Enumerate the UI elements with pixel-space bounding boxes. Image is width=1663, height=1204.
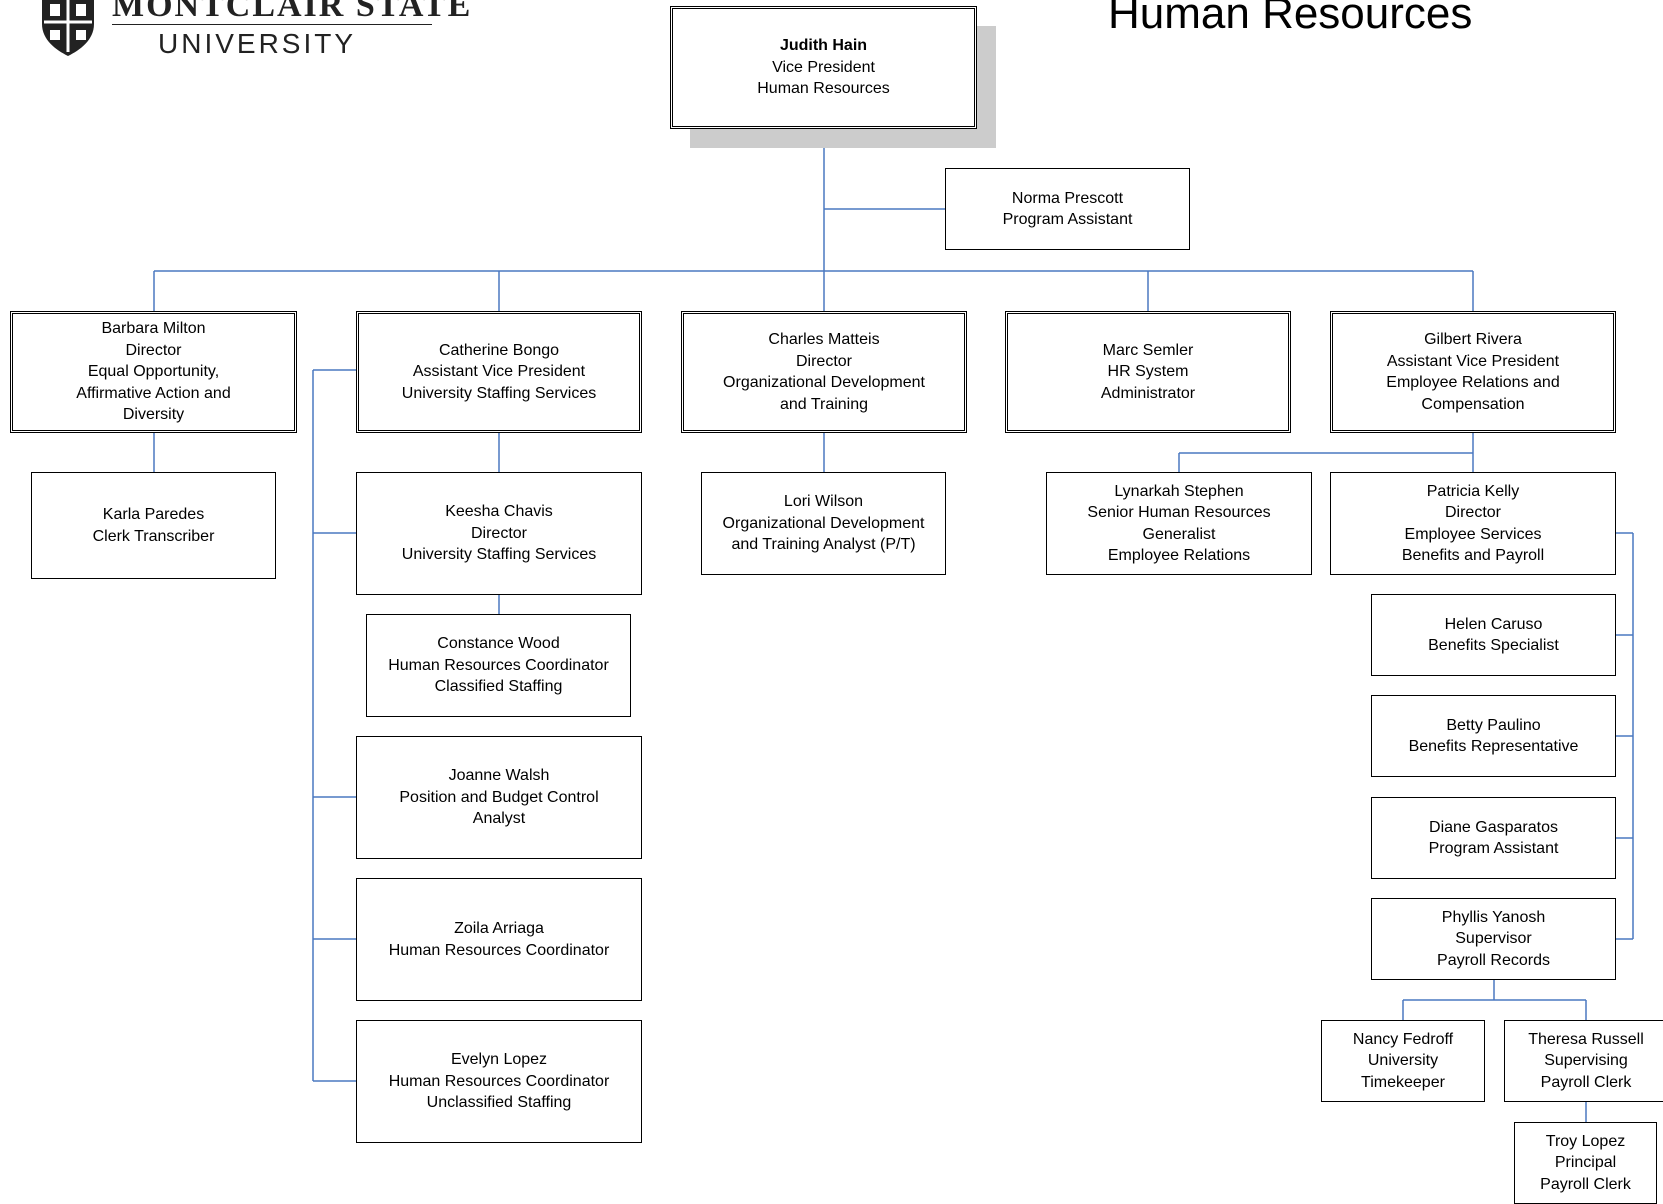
person-title: Employee Relations and	[1386, 374, 1560, 391]
person-name: Diane Gasparatos	[1429, 818, 1558, 836]
person-name: Theresa Russell	[1528, 1030, 1644, 1048]
person-title: Payroll Records	[1437, 951, 1550, 969]
person-title: HR System	[1107, 363, 1189, 381]
person-name: Marc Semler	[1102, 341, 1194, 359]
org-box-troy-lopez[interactable]: Troy Lopez Principal Payroll Clerk	[1514, 1122, 1657, 1204]
person-name: Norma Prescott	[1011, 189, 1124, 207]
university-crest-icon	[42, 0, 94, 56]
person-title: Assistant Vice President	[1386, 352, 1560, 370]
person-name: Betty Paulino	[1446, 716, 1541, 734]
person-name: Constance Wood	[437, 635, 560, 653]
person-title: University Staffing Services	[401, 384, 597, 402]
person-name: Charles Matteis	[768, 331, 880, 348]
person-title: Director	[795, 352, 852, 370]
person-title: Benefits and Payroll	[1401, 547, 1545, 564]
org-box-vp[interactable]: Judith Hain Vice President Human Resourc…	[670, 6, 977, 129]
person-title: Diversity	[122, 406, 185, 424]
person-name: Evelyn Lopez	[450, 1051, 548, 1069]
person-title: Affirmative Action and	[76, 384, 231, 402]
org-box-zoila-arriaga[interactable]: Zoila Arriaga Human Resources Coordinato…	[356, 878, 642, 1001]
person-name: Keesha Chavis	[445, 503, 553, 521]
person-title: University	[1367, 1052, 1439, 1070]
person-title: Organizational Development	[722, 514, 925, 532]
person-name: Barbara Milton	[101, 320, 206, 338]
org-box-keesha-chavis[interactable]: Keesha Chavis Director University Staffi…	[356, 472, 642, 595]
person-name: Judith Hain	[779, 37, 868, 55]
person-title: Senior Human Resources	[1087, 504, 1271, 521]
person-title: Supervisor	[1455, 930, 1532, 948]
person-title: Payroll Clerk	[1540, 1073, 1632, 1091]
person-name: Joanne Walsh	[448, 767, 550, 785]
person-title: Assistant Vice President	[412, 363, 586, 381]
person-title: Supervising	[1544, 1052, 1628, 1070]
person-title: Human Resources Coordinator	[388, 941, 610, 959]
person-title: Clerk Transcriber	[92, 527, 215, 545]
person-title: Vice President	[772, 58, 875, 76]
org-box-lynarkah-stephen[interactable]: Lynarkah Stephen Senior Human Resources …	[1046, 472, 1312, 575]
person-title: Human Resources	[757, 80, 890, 98]
person-name: Zoila Arriaga	[454, 920, 544, 937]
org-box-marc-semler[interactable]: Marc Semler HR System Administrator	[1005, 311, 1291, 433]
person-name: Patricia Kelly	[1426, 482, 1520, 500]
person-title: Employee Relations	[1107, 547, 1251, 564]
person-title: Director	[1444, 504, 1501, 521]
person-name: Karla Paredes	[102, 506, 205, 523]
person-title: Administrator	[1100, 384, 1196, 402]
person-title: Program Assistant	[1002, 211, 1133, 228]
person-title: Organizational Development	[723, 374, 925, 391]
person-name: Gilbert Rivera	[1424, 331, 1522, 348]
person-name: Lori Wilson	[783, 493, 864, 511]
person-title: Benefits Representative	[1408, 738, 1579, 755]
org-box-betty-paulino[interactable]: Betty Paulino Benefits Representative	[1371, 695, 1616, 777]
person-title: Equal Opportunity,	[87, 363, 220, 381]
org-box-helen-caruso[interactable]: Helen Caruso Benefits Specialist	[1371, 594, 1616, 676]
org-box-karla-paredes[interactable]: Karla Paredes Clerk Transcriber	[31, 472, 276, 579]
org-box-patricia-kelly[interactable]: Patricia Kelly Director Employee Service…	[1330, 472, 1616, 575]
person-name: Helen Caruso	[1444, 615, 1543, 633]
person-name: Nancy Fedroff	[1352, 1030, 1454, 1048]
person-name: Phyllis Yanosh	[1441, 908, 1546, 926]
person-title: Director	[125, 341, 182, 359]
person-title: Generalist	[1142, 525, 1216, 543]
person-title: Director	[470, 524, 527, 542]
logo-line2: UNIVERSITY	[158, 28, 357, 59]
person-name: Lynarkah Stephen	[1114, 482, 1244, 500]
person-title: Unclassified Staffing	[426, 1094, 572, 1112]
logo-divider	[112, 24, 432, 25]
person-title: Timekeeper	[1361, 1073, 1445, 1091]
person-title: Principal	[1554, 1154, 1617, 1172]
person-title: Human Resources Coordinator	[388, 656, 609, 674]
org-box-barbara-milton[interactable]: Barbara Milton Director Equal Opportunit…	[10, 311, 297, 433]
person-title: Analyst	[472, 810, 526, 828]
person-name: Catherine Bongo	[438, 341, 560, 359]
page-title: Human Resources	[1108, 0, 1473, 38]
person-title: Program Assistant	[1428, 840, 1559, 857]
person-title: and Training Analyst (P/T)	[731, 536, 916, 554]
person-title: Position and Budget Control	[399, 788, 599, 806]
person-title: Human Resources Coordinator	[388, 1072, 610, 1090]
org-box-gilbert-rivera[interactable]: Gilbert Rivera Assistant Vice President …	[1330, 311, 1616, 433]
person-title: University Staffing Services	[401, 546, 597, 564]
person-title: Classified Staffing	[434, 678, 563, 696]
logo-line1: MONTCLAIR STATE	[112, 0, 473, 24]
person-title: Benefits Specialist	[1428, 637, 1559, 654]
org-box-norma-prescott[interactable]: Norma Prescott Program Assistant	[945, 168, 1190, 250]
university-logo: MONTCLAIR STATE UNIVERSITY	[38, 0, 470, 66]
org-box-catherine-bongo[interactable]: Catherine Bongo Assistant Vice President…	[356, 311, 642, 433]
person-title: Compensation	[1421, 395, 1525, 413]
org-box-joanne-walsh[interactable]: Joanne Walsh Position and Budget Control…	[356, 736, 642, 859]
person-name: Troy Lopez	[1545, 1132, 1626, 1150]
org-box-phyllis-yanosh[interactable]: Phyllis Yanosh Supervisor Payroll Record…	[1371, 898, 1616, 980]
org-box-constance-wood[interactable]: Constance Wood Human Resources Coordinat…	[366, 614, 631, 717]
person-title: Payroll Clerk	[1540, 1175, 1631, 1193]
org-box-evelyn-lopez[interactable]: Evelyn Lopez Human Resources Coordinator…	[356, 1020, 642, 1143]
org-box-lori-wilson[interactable]: Lori Wilson Organizational Development a…	[701, 472, 946, 575]
person-title: Employee Services	[1404, 525, 1542, 543]
org-box-theresa-russell[interactable]: Theresa Russell Supervising Payroll Cler…	[1504, 1020, 1663, 1102]
org-box-diane-gasparatos[interactable]: Diane Gasparatos Program Assistant	[1371, 797, 1616, 879]
org-box-nancy-fedroff[interactable]: Nancy Fedroff University Timekeeper	[1321, 1020, 1485, 1102]
org-box-charles-matteis[interactable]: Charles Matteis Director Organizational …	[681, 311, 967, 433]
person-title: and Training	[779, 395, 869, 413]
